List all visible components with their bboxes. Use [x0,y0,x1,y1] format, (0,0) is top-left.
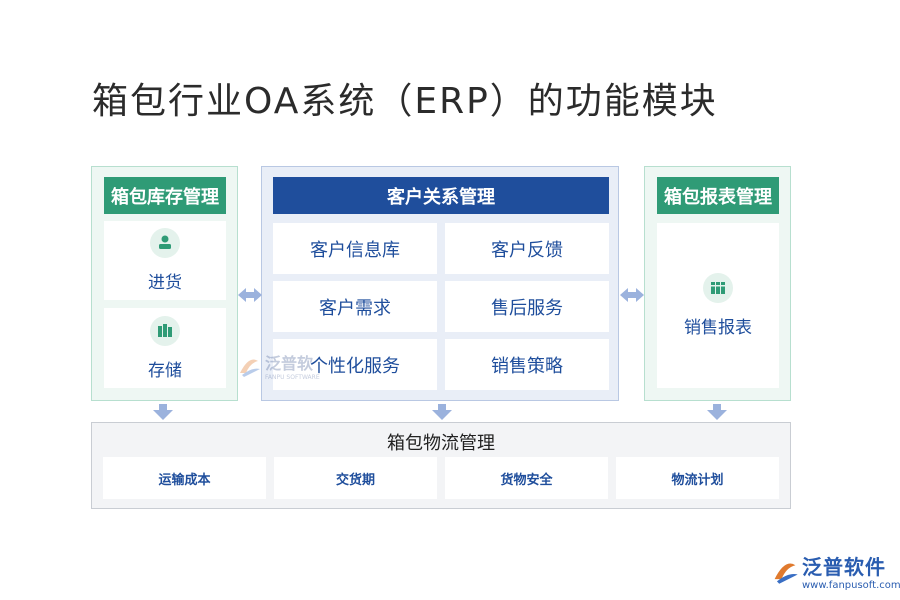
inventory-panel-header: 箱包库存管理 [104,177,226,214]
logistics-item-transport-cost[interactable]: 运输成本 [103,457,266,499]
crm-item-customer-database[interactable]: 客户信息库 [273,223,437,274]
watermark-subtext: FANPU SOFTWARE [265,374,320,381]
storage-icon [150,315,180,346]
double-arrow-icon [620,288,644,302]
brand-logo: 泛普软件 www.fanpusoft.com [770,551,900,591]
person-stamp-icon [150,228,180,258]
inventory-item-storage[interactable]: 存储 [104,308,226,388]
report-item-sales[interactable]: 销售报表 [657,223,779,388]
crm-item-personalized-service[interactable]: 个性化服务 [273,339,437,390]
fanpu-logo-icon [240,359,260,377]
report-panel-header: 箱包报表管理 [657,177,779,214]
down-arrow-icon [432,404,452,420]
crm-item-after-sales[interactable]: 售后服务 [445,281,609,332]
logistics-panel-title: 箱包物流管理 [387,433,495,454]
crm-item-customer-needs[interactable]: 客户需求 [273,281,437,332]
logistics-item-delivery-time[interactable]: 交货期 [274,457,437,499]
logistics-panel: 箱包物流管理 运输成本 交货期 货物安全 物流计划 [91,422,791,509]
report-item-label: 销售报表 [684,318,752,338]
down-arrow-icon [707,404,727,420]
watermark: 泛普软 FANPU SOFTWARE [236,350,320,381]
brand-url: www.fanpusoft.com [802,580,900,591]
crm-item-customer-feedback[interactable]: 客户反馈 [445,223,609,274]
down-arrow-icon [153,404,173,420]
inventory-item-purchase[interactable]: 进货 [104,221,226,300]
report-panel: 箱包报表管理 销售报表 [644,166,791,401]
inventory-panel: 箱包库存管理 进货 存储 [91,166,238,401]
inventory-item-label: 存储 [148,360,182,381]
watermark-text: 泛普软 [265,354,314,373]
fanpu-logo-icon [774,563,798,584]
logistics-item-cargo-safety[interactable]: 货物安全 [445,457,608,499]
page-title: 箱包行业OA系统（ERP）的功能模块 [92,81,718,122]
brand-name: 泛普软件 [802,555,886,579]
logistics-item-logistics-plan[interactable]: 物流计划 [616,457,779,499]
crm-panel: 客户关系管理 客户信息库 客户反馈 客户需求 售后服务 个性化服务 销售策略 [261,166,619,401]
crm-item-sales-strategy[interactable]: 销售策略 [445,339,609,390]
binders-icon [703,273,733,303]
double-arrow-icon [238,288,262,302]
inventory-item-label: 进货 [148,273,182,293]
crm-panel-header: 客户关系管理 [273,177,609,214]
